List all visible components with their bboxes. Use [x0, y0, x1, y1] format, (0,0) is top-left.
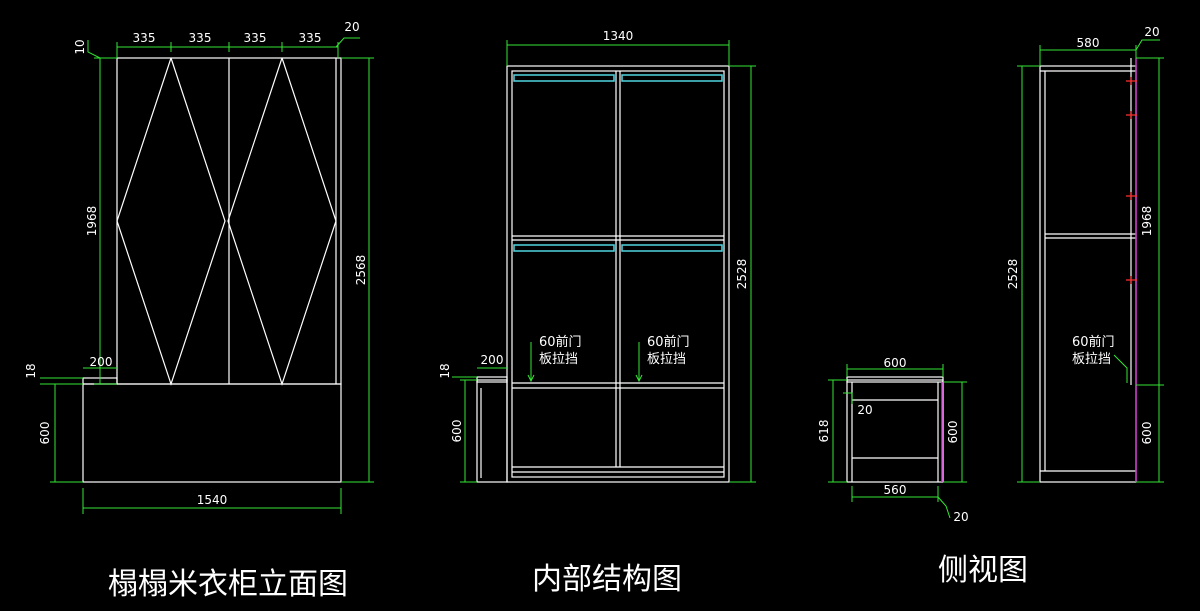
side-note-line1: 60前门 — [1072, 334, 1115, 350]
interior-inner-outline — [511, 70, 725, 478]
dim-base-height: 600 — [38, 422, 52, 445]
dim-total-height: 2568 — [354, 255, 368, 286]
dim-side-panel: 20 — [1144, 25, 1159, 39]
dim-plinth-step: 18 — [24, 363, 38, 378]
hanging-rail-mid-left — [513, 244, 615, 252]
door-diamond-1 — [116, 57, 226, 386]
dim-leader-small-bottom-panel — [937, 496, 951, 519]
note-right-line1: 60前门 — [647, 334, 690, 350]
interior-step-box — [476, 379, 508, 483]
dim-interior-height: 2528 — [735, 259, 749, 290]
dim-small-inner-width: 560 — [884, 483, 907, 497]
dim-top-gap: 10 — [73, 39, 87, 54]
dim-step-width: 200 — [90, 355, 113, 369]
note-left-line2: 板拉挡 — [539, 352, 578, 367]
side-title: 侧视图 — [938, 553, 1028, 588]
elevation-view: 335 335 335 335 20 10 1968 2568 18 200 6… — [24, 20, 374, 602]
note-left-line1: 60前门 — [539, 334, 582, 350]
interior-outline — [506, 65, 730, 483]
dim-small-right-height: 600 — [946, 421, 960, 444]
door-diamond-2 — [227, 57, 337, 386]
side-step-box-outline — [846, 379, 944, 483]
interior-view: 1340 2528 200 18 600 60前门 板拉挡 60前门 板拉挡 内… — [438, 29, 756, 597]
hanging-rail-mid-right — [621, 244, 723, 252]
elevation-base — [82, 383, 342, 483]
dim-leader-small-panel — [843, 392, 853, 404]
dim-small-width: 600 — [884, 356, 907, 370]
side-view: 580 20 2528 1968 600 60前门 板拉挡 600 618 20… — [817, 25, 1164, 588]
dim-side-depth: 580 — [1077, 36, 1100, 50]
dim-interior-width: 1340 — [603, 29, 634, 43]
dim-total-width: 1540 — [197, 493, 228, 507]
dim-small-height: 618 — [817, 420, 831, 443]
hanging-rail-top-left — [513, 74, 615, 82]
dim-small-bottom-panel: 20 — [953, 510, 968, 524]
dim-leader-side-thickness — [335, 37, 360, 48]
dim-small-panel: 20 — [857, 403, 872, 417]
dim-side-thickness: 20 — [344, 20, 359, 34]
dim-side-base-height: 600 — [1140, 422, 1154, 445]
dim-interior-base-height: 600 — [450, 420, 464, 443]
side-note-line2: 板拉挡 — [1072, 352, 1111, 367]
dim-interior-plinth-step: 18 — [438, 363, 452, 378]
side-note-leader — [1113, 354, 1128, 383]
dim-door-width-2: 335 — [189, 31, 212, 45]
interior-title: 内部结构图 — [532, 562, 682, 597]
dim-side-height: 2528 — [1006, 259, 1020, 290]
dim-interior-step-width: 200 — [481, 353, 504, 367]
elevation-title: 榻榻米衣柜立面图 — [108, 567, 348, 602]
dim-door-width-4: 335 — [299, 31, 322, 45]
note-right-line2: 板拉挡 — [647, 352, 686, 367]
dim-door-width-3: 335 — [244, 31, 267, 45]
dim-door-height: 1968 — [85, 206, 99, 237]
dim-door-width-1: 335 — [133, 31, 156, 45]
dim-leader-top-gap — [87, 40, 108, 59]
side-cabinet-outline — [1039, 65, 1137, 483]
dim-side-upper-height: 1968 — [1140, 206, 1154, 237]
dim-leader-side-panel — [1135, 39, 1160, 51]
hanging-rail-top-right — [621, 74, 723, 82]
hinge-markers — [1126, 77, 1137, 284]
